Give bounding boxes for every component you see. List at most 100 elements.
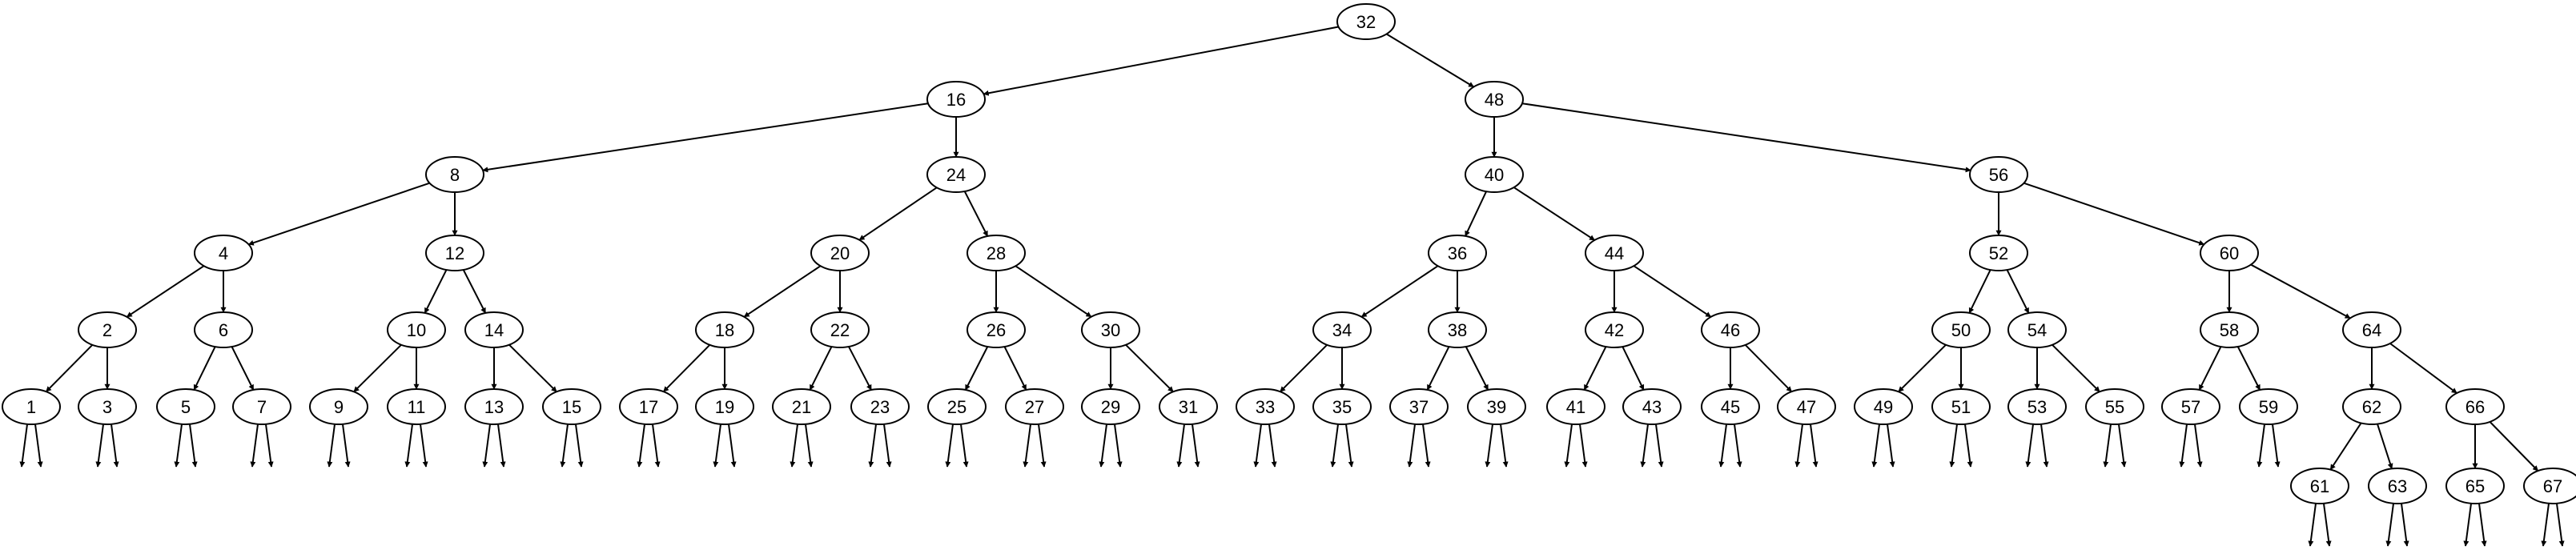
node-ellipse [1336, 3, 1396, 40]
tree-edge-24-20 [858, 187, 938, 241]
node-ellipse [1465, 156, 1524, 193]
node-ellipse [927, 388, 987, 425]
tree-edge-60-64 [2250, 263, 2351, 319]
tree-node-29: 29 [1081, 388, 1140, 425]
null-child-edge-left-55 [2103, 424, 2112, 468]
null-child-edge-right-3 [111, 424, 119, 468]
null-child-edge-right-63 [2401, 503, 2409, 547]
node-ellipse [194, 311, 253, 348]
tree-node-62: 62 [2342, 388, 2401, 425]
null-child-edge-left-61 [2308, 503, 2317, 547]
null-child-edge-right-17 [652, 424, 661, 468]
node-ellipse [926, 156, 986, 193]
node-label: 18 [715, 320, 734, 340]
tree-edge-42-43 [1622, 346, 1645, 391]
node-ellipse [772, 388, 831, 425]
tree-node-8: 8 [425, 156, 484, 193]
tree-edge-58-57 [2198, 346, 2222, 391]
node-label: 35 [1332, 397, 1352, 417]
node-ellipse [232, 388, 291, 425]
tree-node-28: 28 [967, 235, 1026, 271]
tree-node-57: 57 [2161, 388, 2220, 425]
node-label: 22 [830, 320, 850, 340]
null-child-edge-right-51 [1964, 424, 1973, 468]
null-child-edge-left-67 [2541, 503, 2550, 547]
node-ellipse [1969, 235, 2028, 271]
node-label: 29 [1101, 397, 1120, 417]
node-ellipse [1467, 388, 1526, 425]
tree-edge-14-15 [508, 344, 557, 392]
node-ellipse [1585, 311, 1644, 348]
node-label: 45 [1721, 397, 1740, 417]
tree-node-17: 17 [619, 388, 678, 425]
null-child-edge-left-65 [2463, 503, 2472, 547]
null-child-edge-left-25 [945, 424, 954, 468]
tree-node-41: 41 [1546, 388, 1605, 425]
tree-node-30: 30 [1081, 311, 1140, 348]
edges-layer [19, 26, 2565, 547]
null-child-edge-left-31 [1176, 424, 1185, 468]
null-child-edge-right-49 [1887, 424, 1895, 468]
tree-edge-64-66 [2389, 343, 2457, 394]
tree-node-32: 32 [1336, 3, 1396, 40]
node-label: 17 [639, 397, 658, 417]
node-label: 64 [2362, 320, 2381, 340]
node-label: 67 [2543, 476, 2562, 496]
tree-node-20: 20 [810, 235, 870, 271]
node-label: 20 [830, 243, 850, 263]
tree-node-55: 55 [2085, 388, 2144, 425]
tree-node-63: 63 [2368, 468, 2427, 504]
null-child-edge-left-33 [1253, 424, 1262, 468]
node-ellipse [2342, 311, 2401, 348]
node-label: 49 [1874, 397, 1893, 417]
node-label: 23 [870, 397, 890, 417]
node-label: 42 [1605, 320, 1624, 340]
node-ellipse [2290, 468, 2349, 504]
node-label: 37 [1409, 397, 1429, 417]
null-child-edge-right-53 [2040, 424, 2049, 468]
tree-node-27: 27 [1005, 388, 1064, 425]
tree-node-9: 9 [309, 388, 368, 425]
node-label: 59 [2259, 397, 2278, 417]
null-child-edge-right-35 [1345, 424, 1354, 468]
node-ellipse [1622, 388, 1682, 425]
node-label: 12 [445, 243, 464, 263]
node-ellipse [967, 311, 1026, 348]
tree-node-54: 54 [2007, 311, 2067, 348]
tree-edge-32-48 [1386, 33, 1475, 88]
null-child-edge-right-65 [2478, 503, 2487, 547]
tree-node-42: 42 [1585, 311, 1644, 348]
tree-node-39: 39 [1467, 388, 1526, 425]
tree-node-11: 11 [387, 388, 446, 425]
null-child-edge-right-33 [1268, 424, 1277, 468]
node-ellipse [2161, 388, 2220, 425]
node-ellipse [1428, 235, 1487, 271]
null-child-edge-left-29 [1099, 424, 1107, 468]
tree-node-47: 47 [1777, 388, 1836, 425]
tree-node-40: 40 [1465, 156, 1524, 193]
null-child-edge-right-15 [575, 424, 584, 468]
null-child-edge-right-19 [728, 424, 737, 468]
node-ellipse [1312, 311, 1372, 348]
node-label: 6 [219, 320, 228, 340]
tree-node-7: 7 [232, 388, 291, 425]
null-child-edge-left-59 [2257, 424, 2265, 468]
node-label: 31 [1179, 397, 1198, 417]
node-ellipse [425, 235, 484, 271]
node-ellipse [1081, 388, 1140, 425]
null-child-edge-left-13 [482, 424, 491, 468]
null-child-edge-right-1 [34, 424, 43, 468]
node-ellipse [387, 311, 446, 348]
tree-node-44: 44 [1585, 235, 1644, 271]
node-label: 2 [102, 320, 112, 340]
tree-edge-48-56 [1521, 102, 1971, 173]
tree-edge-38-39 [1465, 346, 1489, 391]
tree-node-25: 25 [927, 388, 987, 425]
tree-node-13: 13 [464, 388, 524, 425]
node-ellipse [2523, 468, 2576, 504]
node-label: 54 [2027, 320, 2047, 340]
node-ellipse [464, 311, 524, 348]
tree-edge-10-9 [353, 344, 402, 392]
null-child-edge-right-61 [2323, 503, 2332, 547]
